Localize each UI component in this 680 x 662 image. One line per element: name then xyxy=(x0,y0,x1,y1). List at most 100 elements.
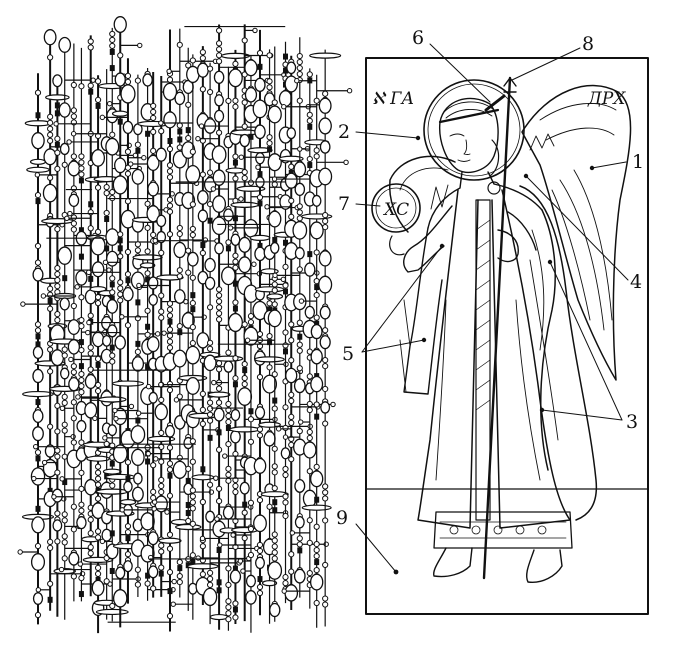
bead-large xyxy=(181,312,195,329)
bead-small xyxy=(215,304,223,311)
bead-large xyxy=(285,367,298,384)
bead-small xyxy=(225,465,232,472)
bead-small xyxy=(109,482,116,489)
bead-small xyxy=(306,406,313,414)
bead-block xyxy=(125,277,131,284)
bead-small xyxy=(166,202,174,209)
bead-small xyxy=(282,424,289,432)
bead-block xyxy=(167,588,173,595)
bead-small xyxy=(78,469,85,476)
bead-large xyxy=(68,193,80,208)
bead-small xyxy=(70,503,77,510)
bead-block xyxy=(54,110,60,117)
bead-block xyxy=(95,102,101,109)
bead-small xyxy=(189,520,196,527)
bead-block xyxy=(232,381,238,388)
bead-small xyxy=(124,164,132,171)
bead-small xyxy=(189,225,196,233)
bead-small xyxy=(296,58,303,66)
bead-block xyxy=(216,547,222,554)
bead-block xyxy=(216,429,222,436)
bead-small xyxy=(296,319,303,326)
bead-large xyxy=(148,391,158,404)
bead-small xyxy=(215,316,223,323)
bead-block xyxy=(216,579,222,586)
bead-small xyxy=(322,489,329,496)
bead-small xyxy=(238,154,245,160)
bead-disc xyxy=(254,356,285,363)
bead-small xyxy=(225,97,232,105)
bead-large xyxy=(293,568,306,584)
bead-block xyxy=(117,237,123,244)
bead-block xyxy=(35,198,41,205)
bead-block xyxy=(190,292,196,299)
bead-small xyxy=(330,401,336,408)
bead-block xyxy=(272,397,278,404)
bead-large xyxy=(293,161,307,178)
bead-small xyxy=(70,399,77,406)
shoulders xyxy=(427,171,543,229)
bead-large xyxy=(107,324,118,338)
bead-small xyxy=(199,86,206,93)
bead-small xyxy=(166,196,174,203)
bead-small xyxy=(199,137,206,144)
bead-small xyxy=(189,148,196,155)
bead-small xyxy=(176,267,183,274)
bead-small xyxy=(296,52,303,60)
bead-small xyxy=(185,62,192,69)
bead-small xyxy=(296,428,303,435)
bead-small xyxy=(241,99,248,106)
bead-small xyxy=(47,580,54,587)
bead-small xyxy=(94,96,102,103)
bead-small xyxy=(61,399,68,406)
bead-small xyxy=(166,332,174,339)
bead-small xyxy=(271,445,278,452)
bead-small xyxy=(225,604,232,611)
bead-block xyxy=(307,123,313,130)
bead-small xyxy=(256,432,264,439)
callout-6: 6 xyxy=(412,27,424,49)
bead-small xyxy=(70,433,76,440)
bead-large xyxy=(76,419,87,433)
bead-large xyxy=(123,480,133,493)
bead-small xyxy=(288,213,295,220)
bead-small xyxy=(109,36,116,44)
bead-small xyxy=(185,135,192,142)
bead-disc xyxy=(207,391,231,398)
bead-small xyxy=(158,128,165,135)
bead-large xyxy=(146,336,160,353)
bead-small xyxy=(189,438,196,445)
bead-large xyxy=(43,29,57,46)
bead-small xyxy=(124,523,132,530)
bead-large xyxy=(84,289,97,305)
bead-block xyxy=(177,128,183,135)
bead-small xyxy=(70,302,77,310)
bead-small xyxy=(215,40,223,47)
bead-small xyxy=(213,475,219,481)
bead-small xyxy=(166,380,174,388)
bead-small xyxy=(241,169,248,176)
bead-small xyxy=(124,551,132,558)
bead-block xyxy=(35,399,41,406)
bead-small xyxy=(215,310,223,317)
bead-small xyxy=(34,259,42,266)
bead-large xyxy=(309,221,324,240)
bead-small xyxy=(176,572,183,580)
bead-large xyxy=(253,457,267,474)
bead-large xyxy=(310,348,323,365)
bead-large xyxy=(133,472,143,485)
bead-small xyxy=(94,564,102,572)
bead-small xyxy=(176,454,183,461)
bead-small xyxy=(266,333,273,340)
bead-small xyxy=(206,65,214,72)
bead-large xyxy=(122,120,134,135)
callout-3: 3 xyxy=(626,411,638,433)
bead-block xyxy=(185,477,191,484)
bead-small xyxy=(103,184,110,191)
bead-small xyxy=(144,224,151,231)
bead-small xyxy=(166,386,174,394)
bead-large xyxy=(318,117,332,135)
bead-small xyxy=(306,117,313,124)
bead-small xyxy=(47,131,54,138)
bead-disc xyxy=(175,523,202,531)
